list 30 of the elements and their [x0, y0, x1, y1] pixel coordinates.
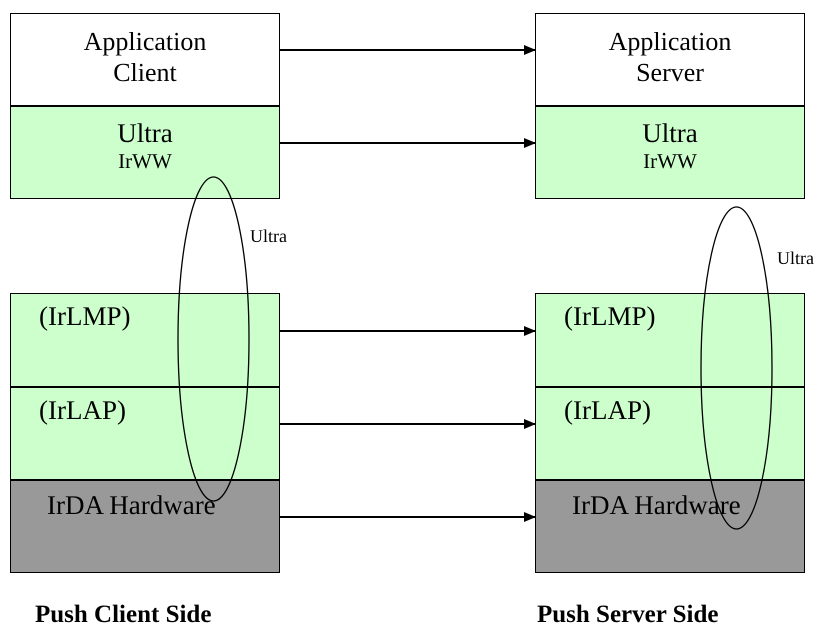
- hardware-layer-box: [10, 480, 280, 573]
- box-title: Application Server: [608, 26, 732, 88]
- protocol-layer-box: [10, 293, 280, 387]
- box-subtitle: IrWW: [118, 149, 172, 175]
- side-caption: Push Server Side: [537, 602, 718, 627]
- box-title: IrDA Hardware: [47, 489, 216, 522]
- box-title: Ultra: [117, 117, 173, 150]
- hardware-layer-box: [535, 480, 805, 573]
- application-box: [10, 13, 280, 106]
- protocol-layer-box: [10, 387, 280, 480]
- arrow: [280, 326, 536, 336]
- box-title: (IrLMP): [564, 300, 656, 332]
- box-title: (IrLAP): [564, 394, 651, 426]
- protocol-layer-box: [535, 293, 805, 387]
- side-caption: Push Client Side: [35, 602, 212, 627]
- box-subtitle: IrWW: [643, 149, 697, 175]
- box-title: (IrLAP): [39, 394, 126, 426]
- protocol-layer-box: [10, 106, 280, 199]
- arrow: [280, 138, 536, 148]
- box-title: Ultra: [642, 117, 698, 150]
- group-label: Ultra: [250, 226, 287, 247]
- protocol-layer-box: [535, 106, 805, 199]
- arrow: [280, 45, 536, 55]
- protocol-layer-box: [535, 387, 805, 480]
- application-box: [535, 13, 805, 106]
- box-title: Application Client: [82, 26, 208, 88]
- arrow: [280, 419, 536, 429]
- arrow: [280, 512, 536, 522]
- box-title: (IrLMP): [39, 300, 130, 332]
- group-label: Ultra: [777, 248, 814, 269]
